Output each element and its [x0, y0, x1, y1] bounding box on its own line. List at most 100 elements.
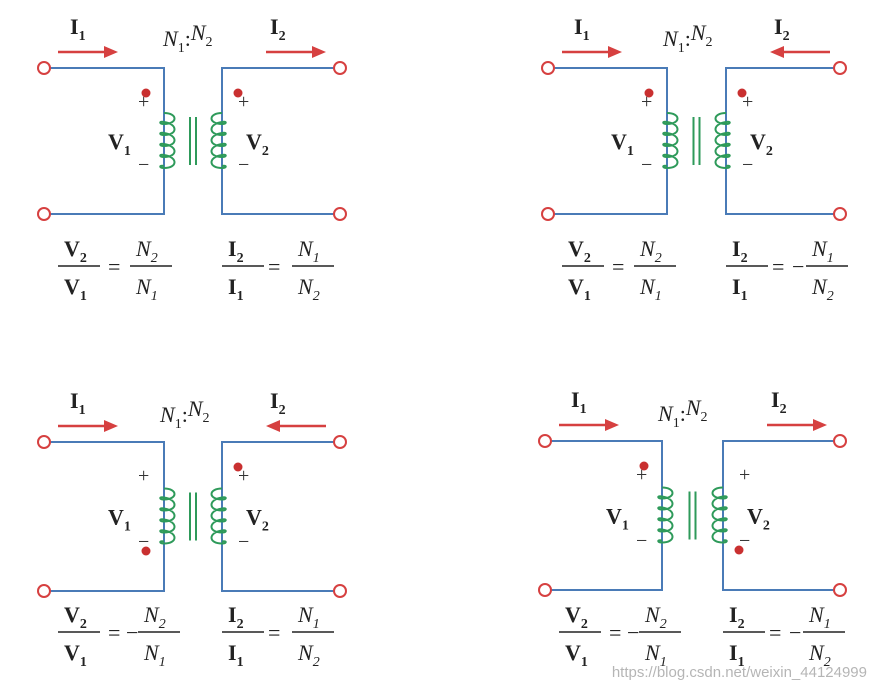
primary-plus: +	[138, 465, 149, 487]
terminal-2	[833, 61, 847, 75]
primary-wire	[545, 440, 663, 591]
eq2-rhs-denominator: N2	[297, 274, 320, 304]
eq2-rhs-numerator: N1	[808, 602, 831, 632]
turns-ratio-label: N1:N2	[159, 396, 210, 432]
eq1-lhs-denominator: V1	[568, 274, 591, 304]
i1-arrow-head	[104, 420, 118, 432]
eq2-lhs-numerator: I2	[228, 236, 244, 266]
secondary-plus: +	[238, 91, 249, 113]
eq1-lhs-numerator: V2	[64, 236, 87, 266]
secondary-minus: −	[238, 531, 249, 553]
primary-minus: −	[138, 531, 149, 553]
eq2-rhs-numerator: N1	[297, 602, 320, 632]
terminal-2	[333, 435, 347, 449]
i2-arrow-head	[813, 419, 827, 431]
terminal-1	[37, 584, 51, 598]
eq2-lhs-numerator: I2	[228, 602, 244, 632]
terminal-3	[333, 584, 347, 598]
v1-label: V1	[611, 129, 634, 159]
turns-ratio-label: N1:N2	[657, 395, 708, 431]
secondary-plus: +	[238, 465, 249, 487]
secondary-wire	[725, 67, 840, 215]
primary-coil-icon	[662, 112, 679, 170]
secondary-plus: +	[739, 464, 750, 486]
eq2-equals: =	[772, 254, 784, 279]
terminal-1	[37, 207, 51, 221]
eq2-negative-sign: −	[789, 620, 801, 645]
i1-label: I1	[70, 14, 86, 44]
eq1-equals: =	[609, 620, 621, 645]
terminal-1	[541, 207, 555, 221]
i2-arrow-head	[312, 46, 326, 58]
terminal-0	[37, 435, 51, 449]
eq1-lhs-denominator: V1	[64, 274, 87, 304]
eq1-rhs-numerator: N2	[135, 236, 158, 266]
primary-minus: −	[641, 154, 652, 176]
i2-label: I2	[270, 388, 286, 418]
i1-label: I1	[70, 388, 86, 418]
terminal-0	[37, 61, 51, 75]
eq2-rhs-denominator: N2	[811, 274, 834, 304]
eq1-rhs-numerator: N2	[639, 236, 662, 266]
terminal-3	[333, 207, 347, 221]
v1-label: V1	[606, 504, 629, 534]
terminal-3	[833, 583, 847, 597]
primary-polarity-dot	[141, 546, 151, 556]
primary-coil-icon	[159, 112, 176, 170]
secondary-polarity-dot	[734, 545, 744, 555]
eq1-lhs-numerator: V2	[568, 236, 591, 266]
primary-minus: −	[138, 154, 149, 176]
i1-label: I1	[574, 14, 590, 44]
secondary-wire	[722, 440, 840, 591]
v2-label: V2	[246, 129, 269, 159]
secondary-polarity-dot	[233, 88, 243, 98]
eq2-lhs-denominator: I1	[228, 274, 244, 304]
terminal-2	[333, 61, 347, 75]
terminal-0	[541, 61, 555, 75]
secondary-minus: −	[238, 154, 249, 176]
primary-wire	[44, 441, 165, 592]
v2-label: V2	[747, 504, 770, 534]
turns-ratio-label: N1:N2	[162, 20, 213, 56]
eq2-rhs-denominator: N2	[297, 640, 320, 670]
terminal-0	[538, 434, 552, 448]
primary-minus: −	[636, 530, 647, 552]
eq1-rhs-denominator: N1	[644, 640, 667, 670]
secondary-wire	[221, 441, 340, 592]
secondary-wire	[221, 67, 340, 215]
eq1-equals: =	[612, 254, 624, 279]
eq1-lhs-denominator: V1	[64, 640, 87, 670]
i1-arrow-head	[605, 419, 619, 431]
watermark-text: https://blog.csdn.net/weixin_44124999	[611, 664, 867, 681]
secondary-polarity-dot	[737, 88, 747, 98]
eq2-negative-sign: −	[792, 254, 804, 279]
secondary-minus: −	[739, 530, 750, 552]
secondary-minus: −	[742, 154, 753, 176]
eq2-lhs-denominator: I1	[729, 640, 745, 670]
turns-ratio-label: N1:N2	[662, 20, 713, 56]
secondary-coil-icon	[711, 486, 728, 544]
primary-coil-icon	[657, 486, 674, 544]
i2-arrow-head	[266, 420, 280, 432]
primary-wire	[548, 67, 668, 215]
eq2-lhs-denominator: I1	[732, 274, 748, 304]
eq2-rhs-numerator: N1	[297, 236, 320, 266]
v1-label: V1	[108, 505, 131, 535]
eq2-equals: =	[769, 620, 781, 645]
eq1-rhs-denominator: N1	[639, 274, 662, 304]
primary-polarity-dot	[141, 88, 151, 98]
i2-label: I2	[270, 14, 286, 44]
i1-arrow-head	[104, 46, 118, 58]
terminal-1	[538, 583, 552, 597]
eq1-negative-sign: −	[627, 620, 639, 645]
i1-label: I1	[571, 387, 587, 417]
secondary-coil-icon	[714, 112, 731, 170]
i2-label: I2	[771, 387, 787, 417]
primary-polarity-dot	[639, 461, 649, 471]
eq2-lhs-numerator: I2	[729, 602, 745, 632]
eq2-rhs-numerator: N1	[811, 236, 834, 266]
eq2-equals: =	[268, 254, 280, 279]
